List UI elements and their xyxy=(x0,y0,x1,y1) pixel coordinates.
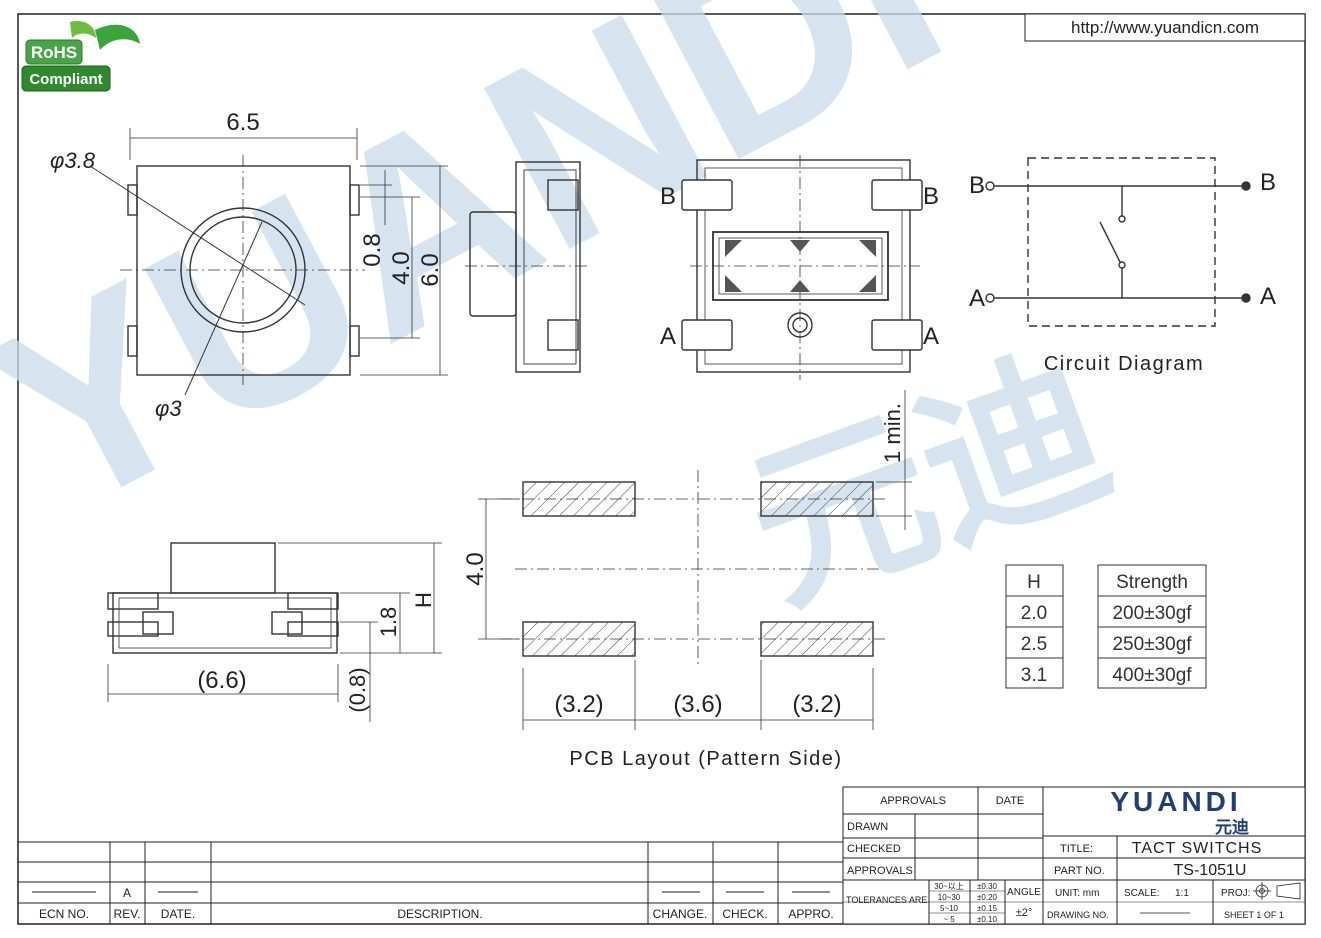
circuit-b-left: B xyxy=(969,172,985,199)
projection-icon xyxy=(1253,882,1301,900)
tb-tol-v2: ±0.20 xyxy=(977,893,998,902)
rohs-text: RoHS xyxy=(31,43,77,62)
pcb-pitch: 4.0 xyxy=(462,552,489,585)
tb-part-label: PART NO. xyxy=(1054,865,1105,877)
pin-a-left: A xyxy=(660,323,676,350)
strength-h-row3: 3.1 xyxy=(1021,665,1047,686)
tb-unit: UNIT: mm xyxy=(1055,888,1099,899)
tb-date: DATE xyxy=(996,795,1025,807)
tb-tol-v1: ±0.30 xyxy=(977,882,998,891)
dim-side-body: 1.8 xyxy=(376,607,401,638)
dim-height: 6.0 xyxy=(417,253,444,286)
tb-logo-latin: YUANDI xyxy=(1110,786,1241,817)
pcb-gap-width: (3.6) xyxy=(673,691,722,718)
pcb-pad-min: 1 min. xyxy=(880,403,905,463)
tb-tol-r2: 10~30 xyxy=(938,893,961,902)
bottom-view xyxy=(681,155,923,380)
rev-check: CHECK. xyxy=(722,907,767,921)
tb-checked: CHECKED xyxy=(847,843,901,855)
rev-desc: DESCRIPTION. xyxy=(397,907,482,921)
tb-angle-v: ±2° xyxy=(1016,907,1033,919)
circuit-a-right: A xyxy=(1260,283,1276,310)
strength-s-row1: 200±30gf xyxy=(1112,603,1192,624)
rev-ecn: ECN NO. xyxy=(39,907,89,921)
dim-inner-dia: φ3 xyxy=(155,396,182,421)
tb-tol-r4: ~ 5 xyxy=(943,915,955,924)
pcb-pad2-width: (3.2) xyxy=(792,691,841,718)
dim-outer-dia: φ3.8 xyxy=(50,148,96,173)
tb-part: TS-1051U xyxy=(1174,862,1247,879)
sheet-border xyxy=(17,13,1306,925)
tb-tol-v4: ±0.10 xyxy=(977,915,998,924)
rev-appro: APPRO. xyxy=(788,907,833,921)
tb-tol-r1: 30~以上 xyxy=(934,882,964,891)
dim-side-h: H xyxy=(411,592,436,608)
tb-sheet: SHEET 1 OF 1 xyxy=(1224,910,1284,920)
tb-proj: PROJ: xyxy=(1221,888,1250,899)
strength-s-row2: 250±30gf xyxy=(1112,634,1192,655)
rev-date: DATE. xyxy=(161,907,195,921)
circuit-a-left: A xyxy=(969,285,985,312)
tb-title: TACT SWITCHS xyxy=(1132,840,1263,857)
compliant-text: Compliant xyxy=(29,71,102,88)
tb-drawn: DRAWN xyxy=(847,821,888,833)
tb-scale-v: 1:1 xyxy=(1175,888,1189,899)
tb-logo-cjk: 元迪 xyxy=(1215,817,1249,837)
pin-a-right: A xyxy=(923,323,939,350)
tb-title-label: TITLE: xyxy=(1060,843,1093,855)
side-profile xyxy=(465,161,590,373)
circuit-b-right: B xyxy=(1260,169,1276,196)
pin-b-left: B xyxy=(660,183,676,210)
top-view xyxy=(89,128,448,396)
leaf-icon xyxy=(95,24,140,50)
strength-s-row3: 400±30gf xyxy=(1112,665,1192,686)
circuit-caption: Circuit Diagram xyxy=(1044,353,1204,375)
dim-width: 6.5 xyxy=(226,109,259,136)
strength-h-row2: 2.5 xyxy=(1021,634,1047,655)
tb-drawing-no: DRAWING NO. xyxy=(1047,910,1109,920)
tb-approvals: APPROVALS xyxy=(880,795,946,807)
revision-block xyxy=(18,841,843,924)
title-block xyxy=(842,786,1306,925)
tb-tol-r3: 5~10 xyxy=(940,904,959,913)
url-link[interactable]: http://www.yuandicn.com xyxy=(1071,18,1259,37)
dim-side-foot: (0.8) xyxy=(345,667,370,712)
top-body xyxy=(136,165,351,376)
pcb-pad1-width: (3.2) xyxy=(554,691,603,718)
dim-gap: 0.8 xyxy=(359,233,386,266)
url-box xyxy=(1024,13,1306,42)
strength-h-row1: 2.0 xyxy=(1021,603,1047,624)
rev-value: A xyxy=(123,886,131,900)
dim-inner: 4.0 xyxy=(388,251,415,284)
leaf-icon-small xyxy=(70,20,96,38)
tb-angle: ANGLE xyxy=(1007,887,1041,898)
strength-s-header: Strength xyxy=(1116,572,1188,593)
rev-rev: REV. xyxy=(114,907,141,921)
strength-table xyxy=(1005,564,1207,689)
strength-h-header: H xyxy=(1027,572,1041,593)
side-view xyxy=(107,542,442,722)
rev-change: CHANGE. xyxy=(653,907,708,921)
rohs-logo: RoHS Compliant xyxy=(21,20,140,92)
pin-b-right: B xyxy=(923,183,939,210)
pcb-layout xyxy=(478,390,912,730)
pcb-caption: PCB Layout (Pattern Side) xyxy=(569,748,842,770)
tb-approvals2: APPROVALS xyxy=(847,865,913,877)
tb-scale: SCALE: xyxy=(1124,888,1160,899)
tb-tolerances: TOLERANCES ARE xyxy=(846,895,927,905)
circuit-diagram xyxy=(985,157,1251,327)
tb-tol-v3: ±0.15 xyxy=(977,904,998,913)
bottom-view-contacts xyxy=(725,240,876,292)
dim-side-length: (6.6) xyxy=(197,667,246,694)
